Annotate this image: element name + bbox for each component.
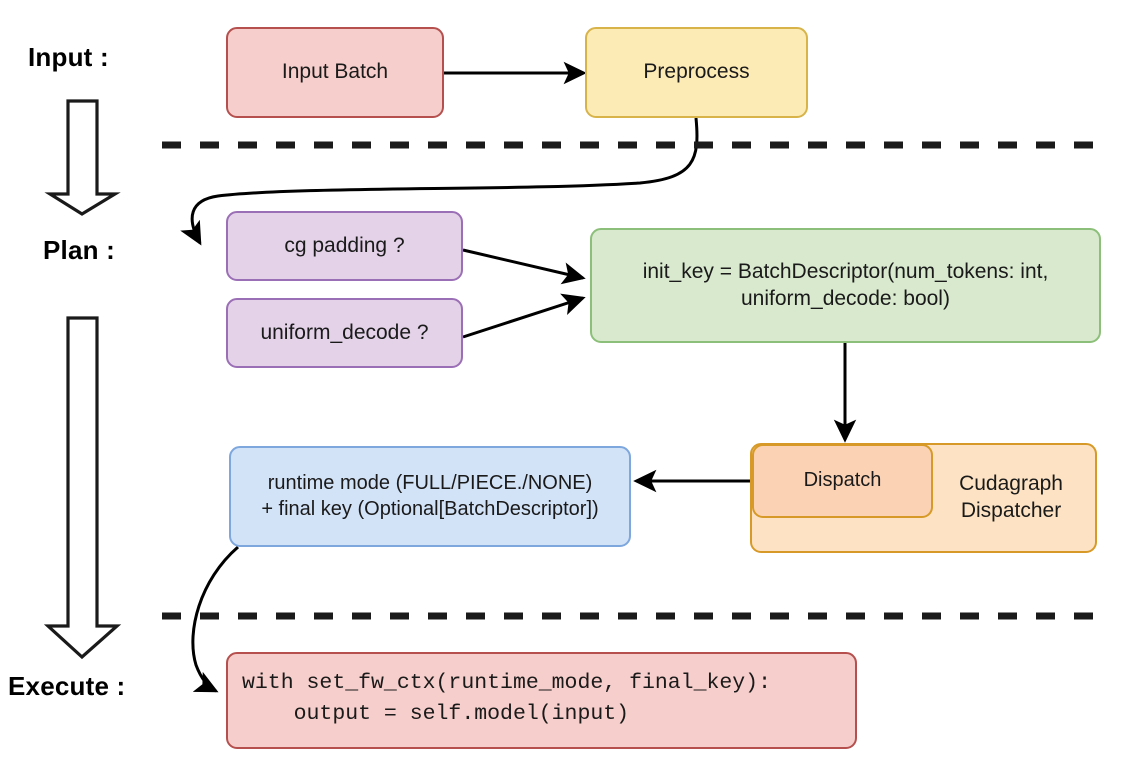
node-init-key-label: init_key = BatchDescriptor(num_tokens: i… <box>642 259 1049 310</box>
stage-label-input: Input : <box>28 42 109 72</box>
edge-cg-padding-to-init-key <box>462 248 586 285</box>
node-preprocess-label: Preprocess <box>643 60 750 84</box>
stage-label-plan: Plan : <box>43 235 115 265</box>
node-uniform-decode-label: uniform_decode ? <box>260 320 429 344</box>
node-input-batch[interactable]: Input Batch <box>226 27 444 118</box>
node-execute-code[interactable]: with set_fw_ctx(runtime_mode, final_key)… <box>226 652 857 749</box>
node-cg-padding[interactable]: cg padding ? <box>226 211 463 281</box>
stage-label-execute: Execute : <box>8 671 126 701</box>
flow-arrow-plan-to-execute <box>43 316 122 660</box>
node-cudagraph-dispatcher-label: Cudagraph Dispatcher <box>959 472 1063 522</box>
flow-arrow-input-to-plan <box>44 99 121 216</box>
node-dispatch[interactable]: Dispatch <box>752 444 933 518</box>
node-execute-code-label: with set_fw_ctx(runtime_mode, final_key)… <box>242 671 771 727</box>
node-dispatch-label: Dispatch <box>803 469 882 492</box>
node-init-key[interactable]: init_key = BatchDescriptor(num_tokens: i… <box>590 228 1101 343</box>
edge-uniform-decode-to-init-key <box>462 293 586 339</box>
node-uniform-decode[interactable]: uniform_decode ? <box>226 298 463 368</box>
node-input-batch-label: Input Batch <box>281 60 389 84</box>
node-runtime-mode-label: runtime mode (FULL/PIECE./NONE) + final … <box>261 471 599 520</box>
node-runtime-mode[interactable]: runtime mode (FULL/PIECE./NONE) + final … <box>229 446 631 547</box>
node-preprocess[interactable]: Preprocess <box>585 27 808 118</box>
node-cg-padding-label: cg padding ? <box>284 233 405 257</box>
